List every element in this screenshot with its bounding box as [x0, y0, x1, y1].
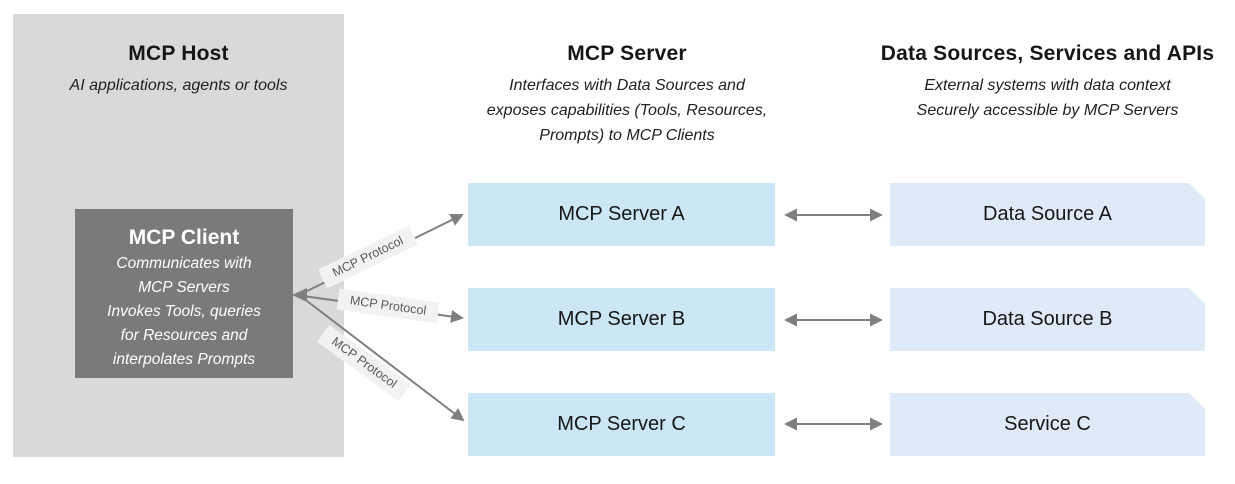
- data-sources-column-subtitle: External systems with data context Secur…: [860, 73, 1235, 123]
- service-c-box: Service C: [890, 393, 1205, 456]
- mcp-server-c-box: MCP Server C: [468, 393, 775, 456]
- subtitle-line: Interfaces with Data Sources and: [509, 77, 745, 94]
- mcp-client-box: MCP Client Communicates with MCP Servers…: [75, 209, 293, 378]
- mcp-server-column-subtitle: Interfaces with Data Sources and exposes…: [447, 73, 807, 148]
- mcp-server-b-box: MCP Server B: [468, 288, 775, 351]
- mcp-protocol-label: MCP Protocol: [336, 288, 440, 324]
- data-sources-column-title: Data Sources, Services and APIs: [880, 42, 1215, 65]
- mcp-host-header: MCP Host AI applications, agents or tool…: [13, 42, 344, 98]
- mcp-client-text-line: interpolates Prompts: [112, 351, 256, 368]
- mcp-client-text-line: MCP Servers: [138, 279, 230, 296]
- mcp-client-text-line: Communicates with: [116, 255, 252, 272]
- subtitle-line: exposes capabilities (Tools, Resources,: [486, 102, 768, 119]
- mcp-server-column-title: MCP Server: [567, 42, 687, 65]
- data-source-b-box: Data Source B: [890, 288, 1205, 351]
- mcp-client-text-line: for Resources and: [120, 327, 248, 344]
- subtitle-line: External systems with data context: [924, 77, 1171, 94]
- mcp-server-a-box: MCP Server A: [468, 183, 775, 246]
- subtitle-line: Securely accessible by MCP Servers: [916, 102, 1179, 119]
- mcp-server-column-header: MCP Server Interfaces with Data Sources …: [447, 42, 807, 148]
- mcp-host-subtitle: AI applications, agents or tools: [69, 77, 288, 94]
- mcp-client-text-line: Invokes Tools, queries: [107, 303, 261, 320]
- data-source-a-box: Data Source A: [890, 183, 1205, 246]
- mcp-host-title: MCP Host: [128, 42, 229, 65]
- subtitle-line: Prompts) to MCP Clients: [539, 127, 715, 144]
- mcp-client-title: MCP Client: [128, 226, 240, 249]
- data-sources-column-header: Data Sources, Services and APIs External…: [860, 42, 1235, 123]
